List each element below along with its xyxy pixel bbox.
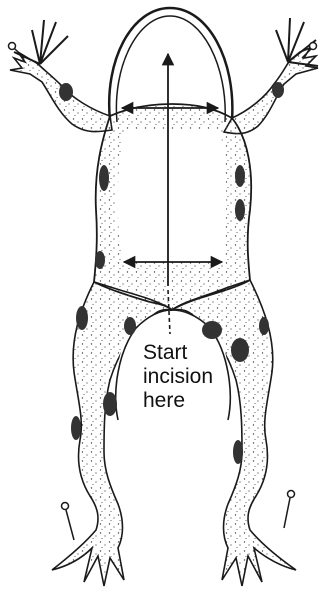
frog-belly [118, 130, 227, 262]
right-arm [224, 48, 318, 134]
label-incision: incision [143, 366, 233, 387]
label-start: Start [143, 342, 233, 363]
label-here: here [143, 390, 233, 411]
